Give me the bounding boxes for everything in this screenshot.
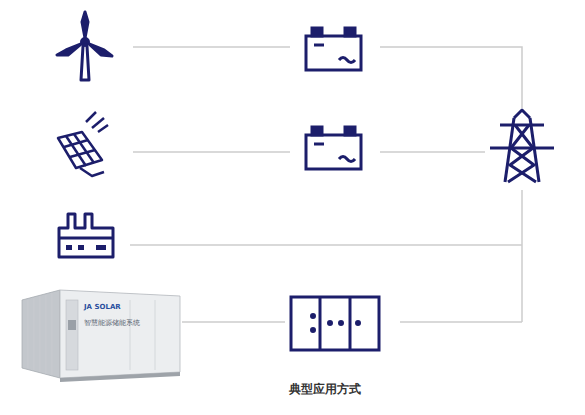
solar-panel-icon xyxy=(58,112,108,176)
factory-icon xyxy=(59,214,113,257)
battery-icon xyxy=(306,28,361,70)
battery-icon xyxy=(306,127,361,169)
diagram-caption: 典型应用方式 xyxy=(225,381,425,398)
container-name-text: 智慧能源储能系统 xyxy=(84,318,140,328)
wind-turbine-icon xyxy=(57,12,112,80)
storage-container-illustration xyxy=(22,290,180,382)
transmission-tower-icon xyxy=(490,110,554,182)
brand-logo-text: JA SOLAR xyxy=(84,303,121,311)
wires xyxy=(130,47,522,322)
converter-cabinet-icon xyxy=(291,297,379,350)
